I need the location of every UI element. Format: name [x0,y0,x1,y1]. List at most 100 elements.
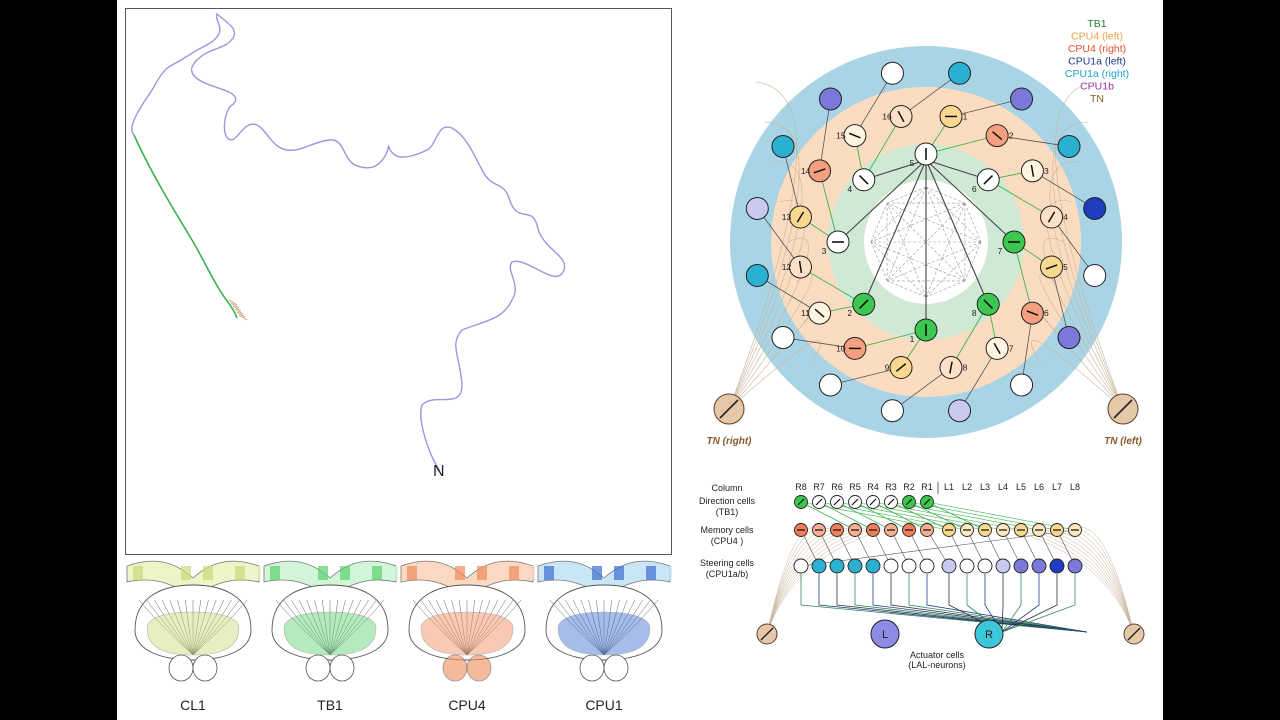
nest-dash [234,308,244,315]
steering-cells-label: Steering cells [700,558,755,568]
tb1-cpu4-link [925,135,998,155]
fan-column-line [192,599,201,656]
bridge-glomerulus [165,566,175,580]
cpu4-cpu1-link [959,348,998,411]
inhibition-line [886,280,927,298]
bridge-glomerulus [356,566,366,580]
actuator-left-label: L [882,629,888,641]
tn-column-projection [1044,527,1135,635]
direction-arrow [869,498,877,506]
tn-right: TN (right) [707,81,821,447]
tb1-cpu4-link [854,329,927,349]
fan-column-line [169,599,194,656]
nodulus-right [603,654,629,682]
steering-actuator-link [1001,574,1076,633]
nest-dash [230,302,240,309]
cpu4-arrow [1030,164,1035,177]
fan-column-line [283,599,331,656]
tn-label: TN (left) [1104,436,1142,447]
steering-actuator-link [908,574,1088,633]
direction-cells-label: Direction cells [699,496,756,506]
trajectory-frame [125,8,672,555]
column-label: L7 [1052,482,1062,492]
tb1-number: 3 [822,246,827,256]
fan-column-line [603,599,651,656]
fan-layer [420,611,514,656]
tb1-arrow [983,299,994,310]
tb1-column-link [854,501,1004,531]
tn-column-projection [1076,527,1135,635]
cpu4-arrow [897,110,905,123]
fan-column-line [322,599,331,656]
steering-actuator-link [1001,574,1004,633]
tn-projection [1052,121,1124,410]
steering-actuator-link [800,574,1088,633]
inhibition-line [964,241,982,282]
fan-column-line [596,599,605,656]
cpu4-number: 5 [1063,262,1068,272]
tn-column-arrow [760,627,774,641]
fan-column-line [138,599,194,656]
cpu4-arrow [849,132,861,139]
cpu4-number: 8 [963,363,968,373]
tn-projection [1055,81,1124,410]
steering-cell [1067,558,1083,574]
legend-entry: CPU4 (left) [1071,31,1123,43]
inhibition-line [870,202,888,243]
tn-label: TN (right) [707,436,753,447]
steering-neuron [745,196,769,220]
tn-projection [728,121,800,410]
memory-cells-sublabel: (CPU4 ) [711,536,744,546]
cpu4-number: 10 [836,343,846,353]
fan-column-line [603,599,636,656]
fan-column-line [428,599,468,656]
inhibition-line [870,186,927,243]
inhibition-line [886,186,927,204]
column-label: L4 [998,482,1008,492]
tn-projection [728,340,821,410]
steering-cell [865,558,881,574]
tn-column-projection [766,527,834,635]
fan-column-line [466,599,491,656]
tb1-connection [837,159,927,243]
inhibition-line [925,186,982,243]
steering-neuron [1057,326,1081,350]
cpu4-arrow [993,342,1001,355]
cpu4-number: 14 [801,166,811,176]
column-label: R1 [921,482,933,492]
fan-column-line [459,599,468,656]
direction-arrow [797,498,805,506]
cpu4-arrow [798,260,803,274]
fan-column-line [603,599,643,656]
steering-cell [959,558,975,574]
bridge-glomerulus [509,566,519,580]
bridge-glomerulus [149,566,159,580]
column-label: R8 [795,482,807,492]
fan-column-line [466,599,483,656]
nodulus-left [305,654,331,682]
cpu4-arrow [1045,264,1058,270]
cpu4-arrow [814,308,825,318]
steering-neuron [948,61,972,85]
nodulus-left [168,654,194,682]
trajectory-start-label: N [433,463,445,480]
bridge-glomerulus [423,566,433,580]
inhibition-line [925,280,966,298]
bridge-glomerulus [592,566,602,580]
fan-column-line [161,599,194,656]
tb1-cpu4-link [1013,241,1033,314]
inhibition-line [870,241,888,282]
tb1-column-link [818,501,874,531]
brain-panel-label: TB1 [317,697,343,713]
fan-layer [557,611,651,656]
tb1-column-link [836,501,892,531]
tb1-number: 4 [847,184,852,194]
cpu4-number: 16 [882,111,892,121]
bridge-glomerulus [133,566,143,580]
steering-actuator-link [1001,574,1022,633]
tn-projection [1031,340,1124,410]
column-label: R6 [831,482,843,492]
tb1-number: 7 [998,246,1003,256]
